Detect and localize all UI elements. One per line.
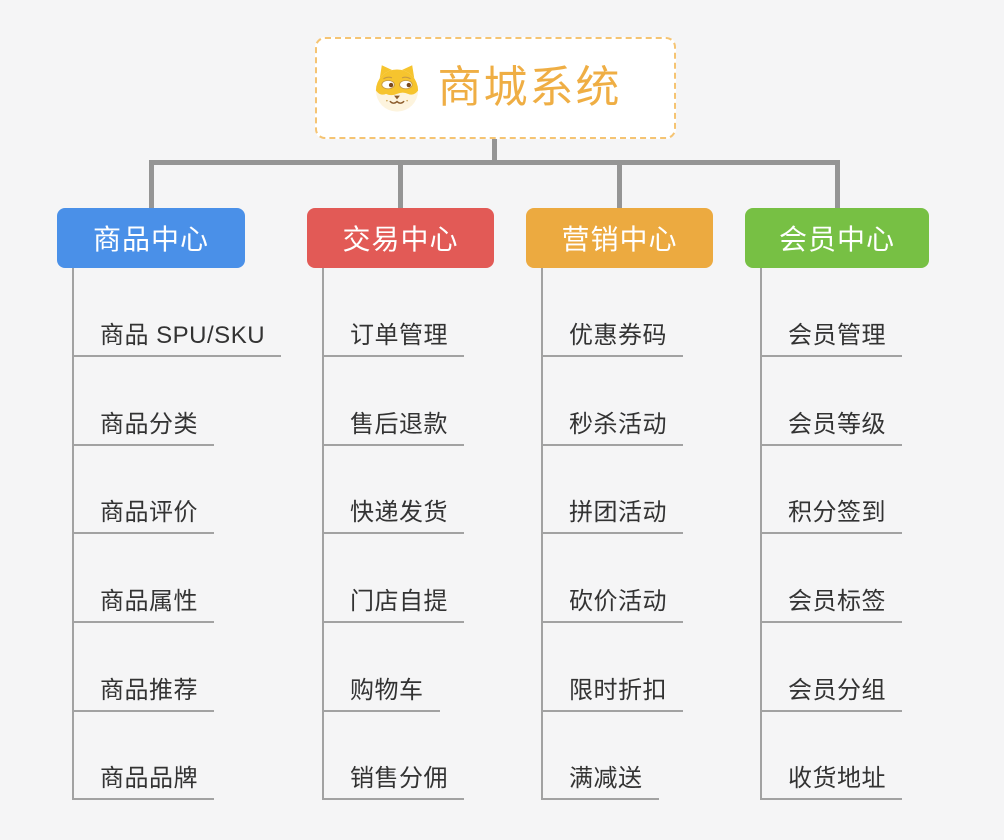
sub-topic-products-4[interactable]: 商品属性	[72, 587, 214, 623]
branch-subline-marketing	[541, 268, 543, 800]
sub-topic-products-1[interactable]: 商品 SPU/SKU	[72, 321, 282, 357]
sub-topic-marketing-2[interactable]: 秒杀活动	[541, 410, 683, 446]
sub-topic-trade-1[interactable]: 订单管理	[322, 321, 464, 357]
sub-topic-products-2[interactable]: 商品分类	[72, 410, 214, 446]
sub-topic-trade-3[interactable]: 快递发货	[322, 498, 464, 534]
sub-topic-marketing-6[interactable]: 满减送	[541, 764, 659, 800]
sub-topic-members-6[interactable]: 收货地址	[760, 764, 902, 800]
sub-topic-trade-4[interactable]: 门店自提	[322, 587, 464, 623]
sub-topic-members-4[interactable]: 会员标签	[760, 587, 902, 623]
connector-drop-1	[149, 160, 154, 208]
sub-topic-marketing-1[interactable]: 优惠券码	[541, 321, 683, 357]
sub-topic-products-5[interactable]: 商品推荐	[72, 676, 214, 712]
branch-box-members[interactable]: 会员中心	[745, 208, 929, 268]
branch-subline-trade	[322, 268, 324, 800]
connector-root-stem	[492, 139, 497, 163]
sub-topic-trade-2[interactable]: 售后退款	[322, 410, 464, 446]
root-title: 商城系统	[437, 63, 622, 112]
sub-topic-members-5[interactable]: 会员分组	[760, 676, 902, 712]
connector-drop-2	[398, 160, 403, 208]
sub-topic-marketing-3[interactable]: 拼团活动	[541, 498, 683, 534]
sub-topic-members-2[interactable]: 会员等级	[760, 410, 902, 446]
root-node[interactable]: 商城系统	[315, 37, 676, 139]
branch-box-marketing[interactable]: 营销中心	[526, 208, 713, 268]
branch-subline-members	[760, 268, 762, 800]
branch-box-products[interactable]: 商品中心	[57, 208, 245, 268]
connector-horizontal-bar	[149, 160, 840, 165]
sub-topic-trade-6[interactable]: 销售分佣	[322, 764, 464, 800]
sub-topic-marketing-4[interactable]: 砍价活动	[541, 587, 683, 623]
sub-topic-trade-5[interactable]: 购物车	[322, 676, 440, 712]
sub-topic-members-1[interactable]: 会员管理	[760, 321, 902, 357]
shiba-dog-icon	[375, 65, 418, 112]
sub-topic-products-3[interactable]: 商品评价	[72, 498, 214, 534]
connector-drop-3	[617, 160, 622, 208]
branch-subline-products	[72, 268, 74, 800]
connector-drop-4	[835, 160, 840, 208]
branch-box-trade[interactable]: 交易中心	[307, 208, 494, 268]
sub-topic-marketing-5[interactable]: 限时折扣	[541, 676, 683, 712]
sub-topic-products-6[interactable]: 商品品牌	[72, 764, 214, 800]
sub-topic-members-3[interactable]: 积分签到	[760, 498, 902, 534]
